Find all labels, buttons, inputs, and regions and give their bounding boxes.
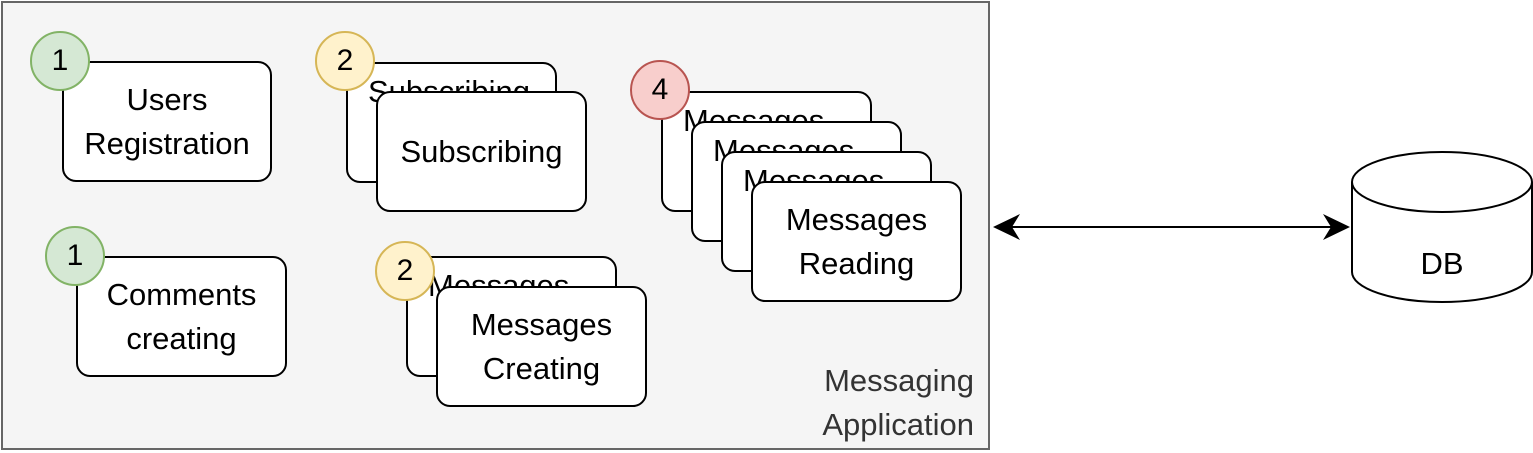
users-registration-badge: 1: [30, 31, 90, 91]
users-registration-box[interactable]: Users Registration: [62, 61, 272, 182]
messages-reading-badge: 4: [630, 60, 690, 120]
application-label: Messaging Application: [822, 363, 974, 442]
comments-creating-badge: 1: [45, 226, 105, 286]
messages-creating-badge: 2: [375, 241, 435, 301]
messages-reading-box[interactable]: Messages Reading: [751, 181, 962, 302]
subscribing-box[interactable]: Subscribing: [376, 91, 587, 212]
database-label: DB: [1420, 246, 1464, 281]
bidirectional-arrow[interactable]: [993, 214, 1350, 240]
comments-creating-box[interactable]: Comments creating: [76, 256, 287, 377]
messages-creating-box[interactable]: Messages Creating: [436, 286, 647, 407]
database-cylinder[interactable]: [1351, 151, 1533, 303]
subscribing-badge: 2: [315, 31, 375, 91]
